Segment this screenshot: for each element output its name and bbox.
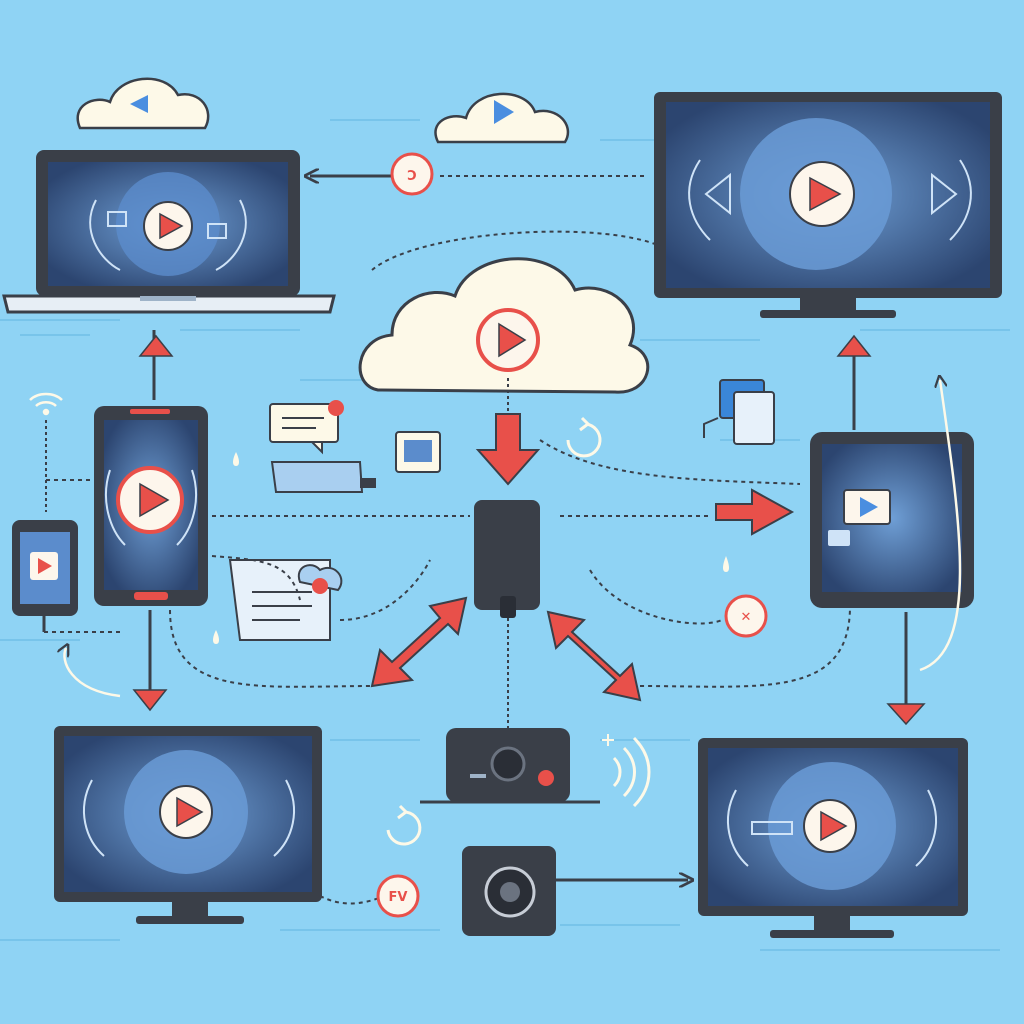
cloud-icon (435, 94, 567, 142)
laptop-top-left[interactable] (4, 150, 334, 312)
link-badge-bottom: FV (378, 876, 418, 916)
svg-text:✕: ✕ (741, 610, 752, 625)
speaker-device[interactable] (462, 846, 556, 936)
cloud-icon (78, 79, 208, 128)
window-icon (396, 432, 440, 472)
central-cloud (360, 259, 648, 392)
error-icon: ✕ (726, 596, 766, 636)
refresh-icon (568, 418, 600, 456)
wifi-icon (30, 394, 62, 512)
chat-icon (270, 400, 344, 452)
document-icon (230, 560, 341, 640)
phone-left[interactable] (94, 406, 208, 606)
monitor-bottom-right[interactable] (698, 738, 968, 938)
small-phone[interactable] (12, 520, 78, 632)
svg-text:FV: FV (389, 890, 408, 905)
svg-text:Ɔ: Ɔ (407, 169, 417, 184)
monitor-top-right[interactable] (654, 92, 1002, 318)
tablet-right[interactable] (810, 432, 974, 608)
message-icon (272, 462, 376, 492)
set-top-box[interactable] (420, 728, 600, 802)
signal-icon (614, 738, 649, 806)
link-badge-top: Ɔ (392, 154, 432, 194)
monitor-bottom-left[interactable] (54, 726, 322, 924)
refresh-icon (388, 806, 420, 844)
window-icon (704, 380, 774, 444)
